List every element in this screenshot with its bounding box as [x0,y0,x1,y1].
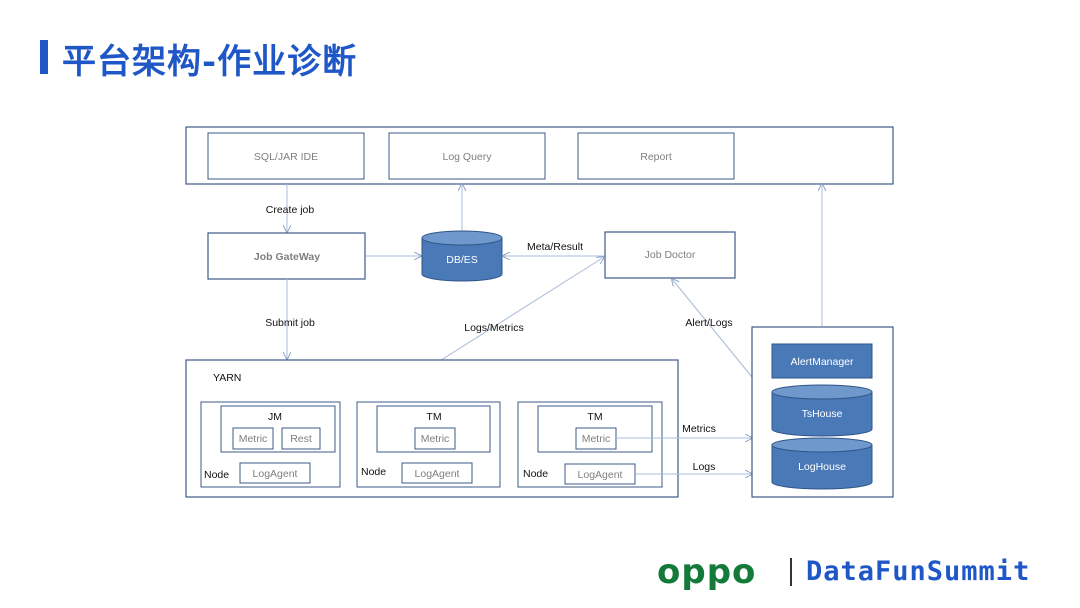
alert-logs-arrow [672,279,753,378]
jm-logagent-box [239,462,311,484]
alert-logs-label: Alert/Logs [685,317,732,329]
log-query-box [388,132,546,180]
job-gateway-label: Job GateWay [254,251,320,263]
tshouse-cylinder [771,384,873,437]
jm-rest-label: Rest [290,433,312,445]
jm-rest-box [281,427,321,450]
yarn-node-tm-2 [517,401,663,488]
footer-divider [790,558,792,586]
jm-metric-box [232,427,274,450]
tm1-metric-label: Metric [421,433,450,445]
submit-job-label: Submit job [265,317,315,329]
tm1-role-label: TM [426,411,441,423]
yarn-label: YARN [213,372,241,384]
alertmanager-label: AlertManager [790,356,854,368]
metrics-label: Metrics [682,423,716,435]
logs-label: Logs [693,461,716,473]
db-es-label: DB/ES [446,254,478,266]
sql-jar-ide-box [207,132,365,180]
report-box [577,132,735,180]
jm-role-label: JM [268,411,282,423]
log-query-label: Log Query [442,151,492,163]
yarn-node-jm [200,401,341,488]
create-job-label: Create job [266,204,315,216]
sql-jar-ide-label: SQL/JAR IDE [254,151,318,163]
tm2-node-label: Node [523,468,548,480]
loghouse-label: LogHouse [798,461,846,473]
alertmanager-box [771,343,873,379]
loghouse-cylinder [771,437,873,490]
tm1-node-label: Node [361,466,386,478]
oppo-logo: oppo [657,552,757,592]
tm1-logagent-label: LogAgent [415,468,460,480]
title-accent-bar [40,40,48,74]
jm-logagent-label: LogAgent [253,468,298,480]
jm-metric-label: Metric [239,433,268,445]
datafunsummit-logo: DataFunSummit [806,556,1031,587]
tm2-logagent-label: LogAgent [578,469,623,481]
tshouse-label: TsHouse [802,408,843,420]
report-label: Report [640,151,672,163]
job-doctor-box [604,231,736,279]
logs-metrics-label: Logs/Metrics [464,322,524,334]
tm2-metric-label: Metric [582,433,611,445]
jm-node-label: Node [204,469,229,481]
tm2-role-label: TM [587,411,602,423]
page-title: 平台架构-作业诊断 [62,42,358,82]
job-gateway-box [207,232,366,280]
db-es-cylinder [421,230,503,282]
yarn-node-tm-1 [356,401,501,488]
meta-result-label: Meta/Result [527,241,583,253]
job-doctor-label: Job Doctor [645,249,696,261]
